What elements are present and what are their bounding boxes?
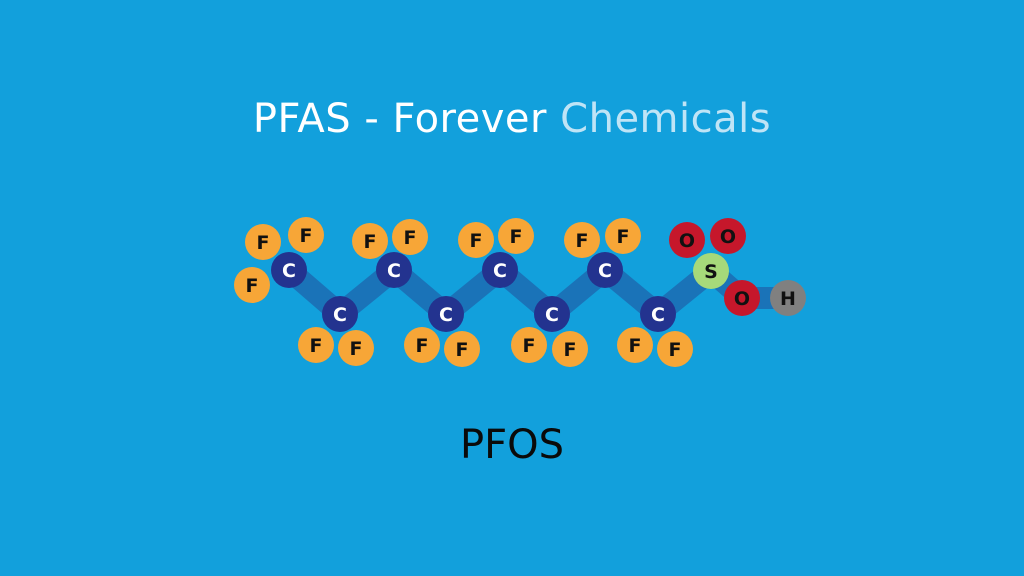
page-title: PFAS - Forever Chemicals: [0, 96, 1024, 142]
fluorine-atom: F: [352, 223, 388, 259]
fluorine-atom: F: [564, 222, 600, 258]
fluorine-atom-label: F: [669, 339, 682, 361]
oxygen-atom-label: O: [734, 288, 750, 310]
carbon-atom: C: [482, 252, 518, 288]
fluorine-atom-label: F: [350, 338, 363, 360]
sulfur-atom: S: [693, 253, 729, 289]
hydrogen-atom: H: [770, 280, 806, 316]
fluorine-atom-label: F: [510, 226, 523, 248]
carbon-atom-label: C: [493, 260, 507, 282]
fluorine-atom: F: [444, 331, 480, 367]
oxygen-atom: O: [710, 218, 746, 254]
carbon-atom-label: C: [439, 304, 453, 326]
fluorine-atom: F: [617, 327, 653, 363]
fluorine-atom: F: [392, 219, 428, 255]
fluorine-atom: F: [404, 327, 440, 363]
fluorine-atom: F: [605, 218, 641, 254]
fluorine-atom-label: F: [629, 335, 642, 357]
carbon-atom: C: [428, 296, 464, 332]
title-main: PFAS - Forever: [252, 96, 561, 142]
carbon-atom-label: C: [598, 260, 612, 282]
fluorine-atom: F: [498, 218, 534, 254]
carbon-atom: C: [640, 296, 676, 332]
fluorine-atom-label: F: [310, 335, 323, 357]
fluorine-atom: F: [338, 330, 374, 366]
hydrogen-atom-label: H: [780, 288, 796, 310]
fluorine-atom-label: F: [617, 226, 630, 248]
fluorine-atom-label: F: [246, 275, 259, 297]
fluorine-atom-label: F: [404, 227, 417, 249]
fluorine-atom: F: [298, 327, 334, 363]
carbon-atom-label: C: [545, 304, 559, 326]
carbon-atom: C: [534, 296, 570, 332]
fluorine-atom: F: [288, 217, 324, 253]
fluorine-atom: F: [511, 327, 547, 363]
carbon-atom: C: [271, 252, 307, 288]
fluorine-atom: F: [245, 224, 281, 260]
fluorine-atom-label: F: [456, 339, 469, 361]
carbon-atom: C: [587, 252, 623, 288]
fluorine-atom: F: [657, 331, 693, 367]
carbon-atom-label: C: [333, 304, 347, 326]
carbon-atom-label: C: [282, 260, 296, 282]
oxygen-atom-label: O: [720, 226, 736, 248]
molecule-caption: PFOS: [459, 422, 564, 468]
oxygen-atom: O: [724, 280, 760, 316]
fluorine-atom-label: F: [257, 232, 270, 254]
fluorine-atom-label: F: [576, 230, 589, 252]
fluorine-atom: F: [552, 331, 588, 367]
carbon-atom-label: C: [387, 260, 401, 282]
fluorine-atom-label: F: [470, 230, 483, 252]
fluorine-atom: F: [234, 267, 270, 303]
fluorine-atom-label: F: [416, 335, 429, 357]
fluorine-atom-label: F: [300, 225, 313, 247]
carbon-atom: C: [322, 296, 358, 332]
fluorine-atom-label: F: [523, 335, 536, 357]
fluorine-atom-label: F: [364, 231, 377, 253]
carbon-atom-label: C: [651, 304, 665, 326]
fluorine-atom-label: F: [564, 339, 577, 361]
sulfur-atom-label: S: [704, 261, 718, 283]
carbon-atom: C: [376, 252, 412, 288]
oxygen-atom: O: [669, 222, 705, 258]
fluorine-atom: F: [458, 222, 494, 258]
oxygen-atom-label: O: [679, 230, 695, 252]
title-highlight: Chemicals: [560, 96, 772, 142]
